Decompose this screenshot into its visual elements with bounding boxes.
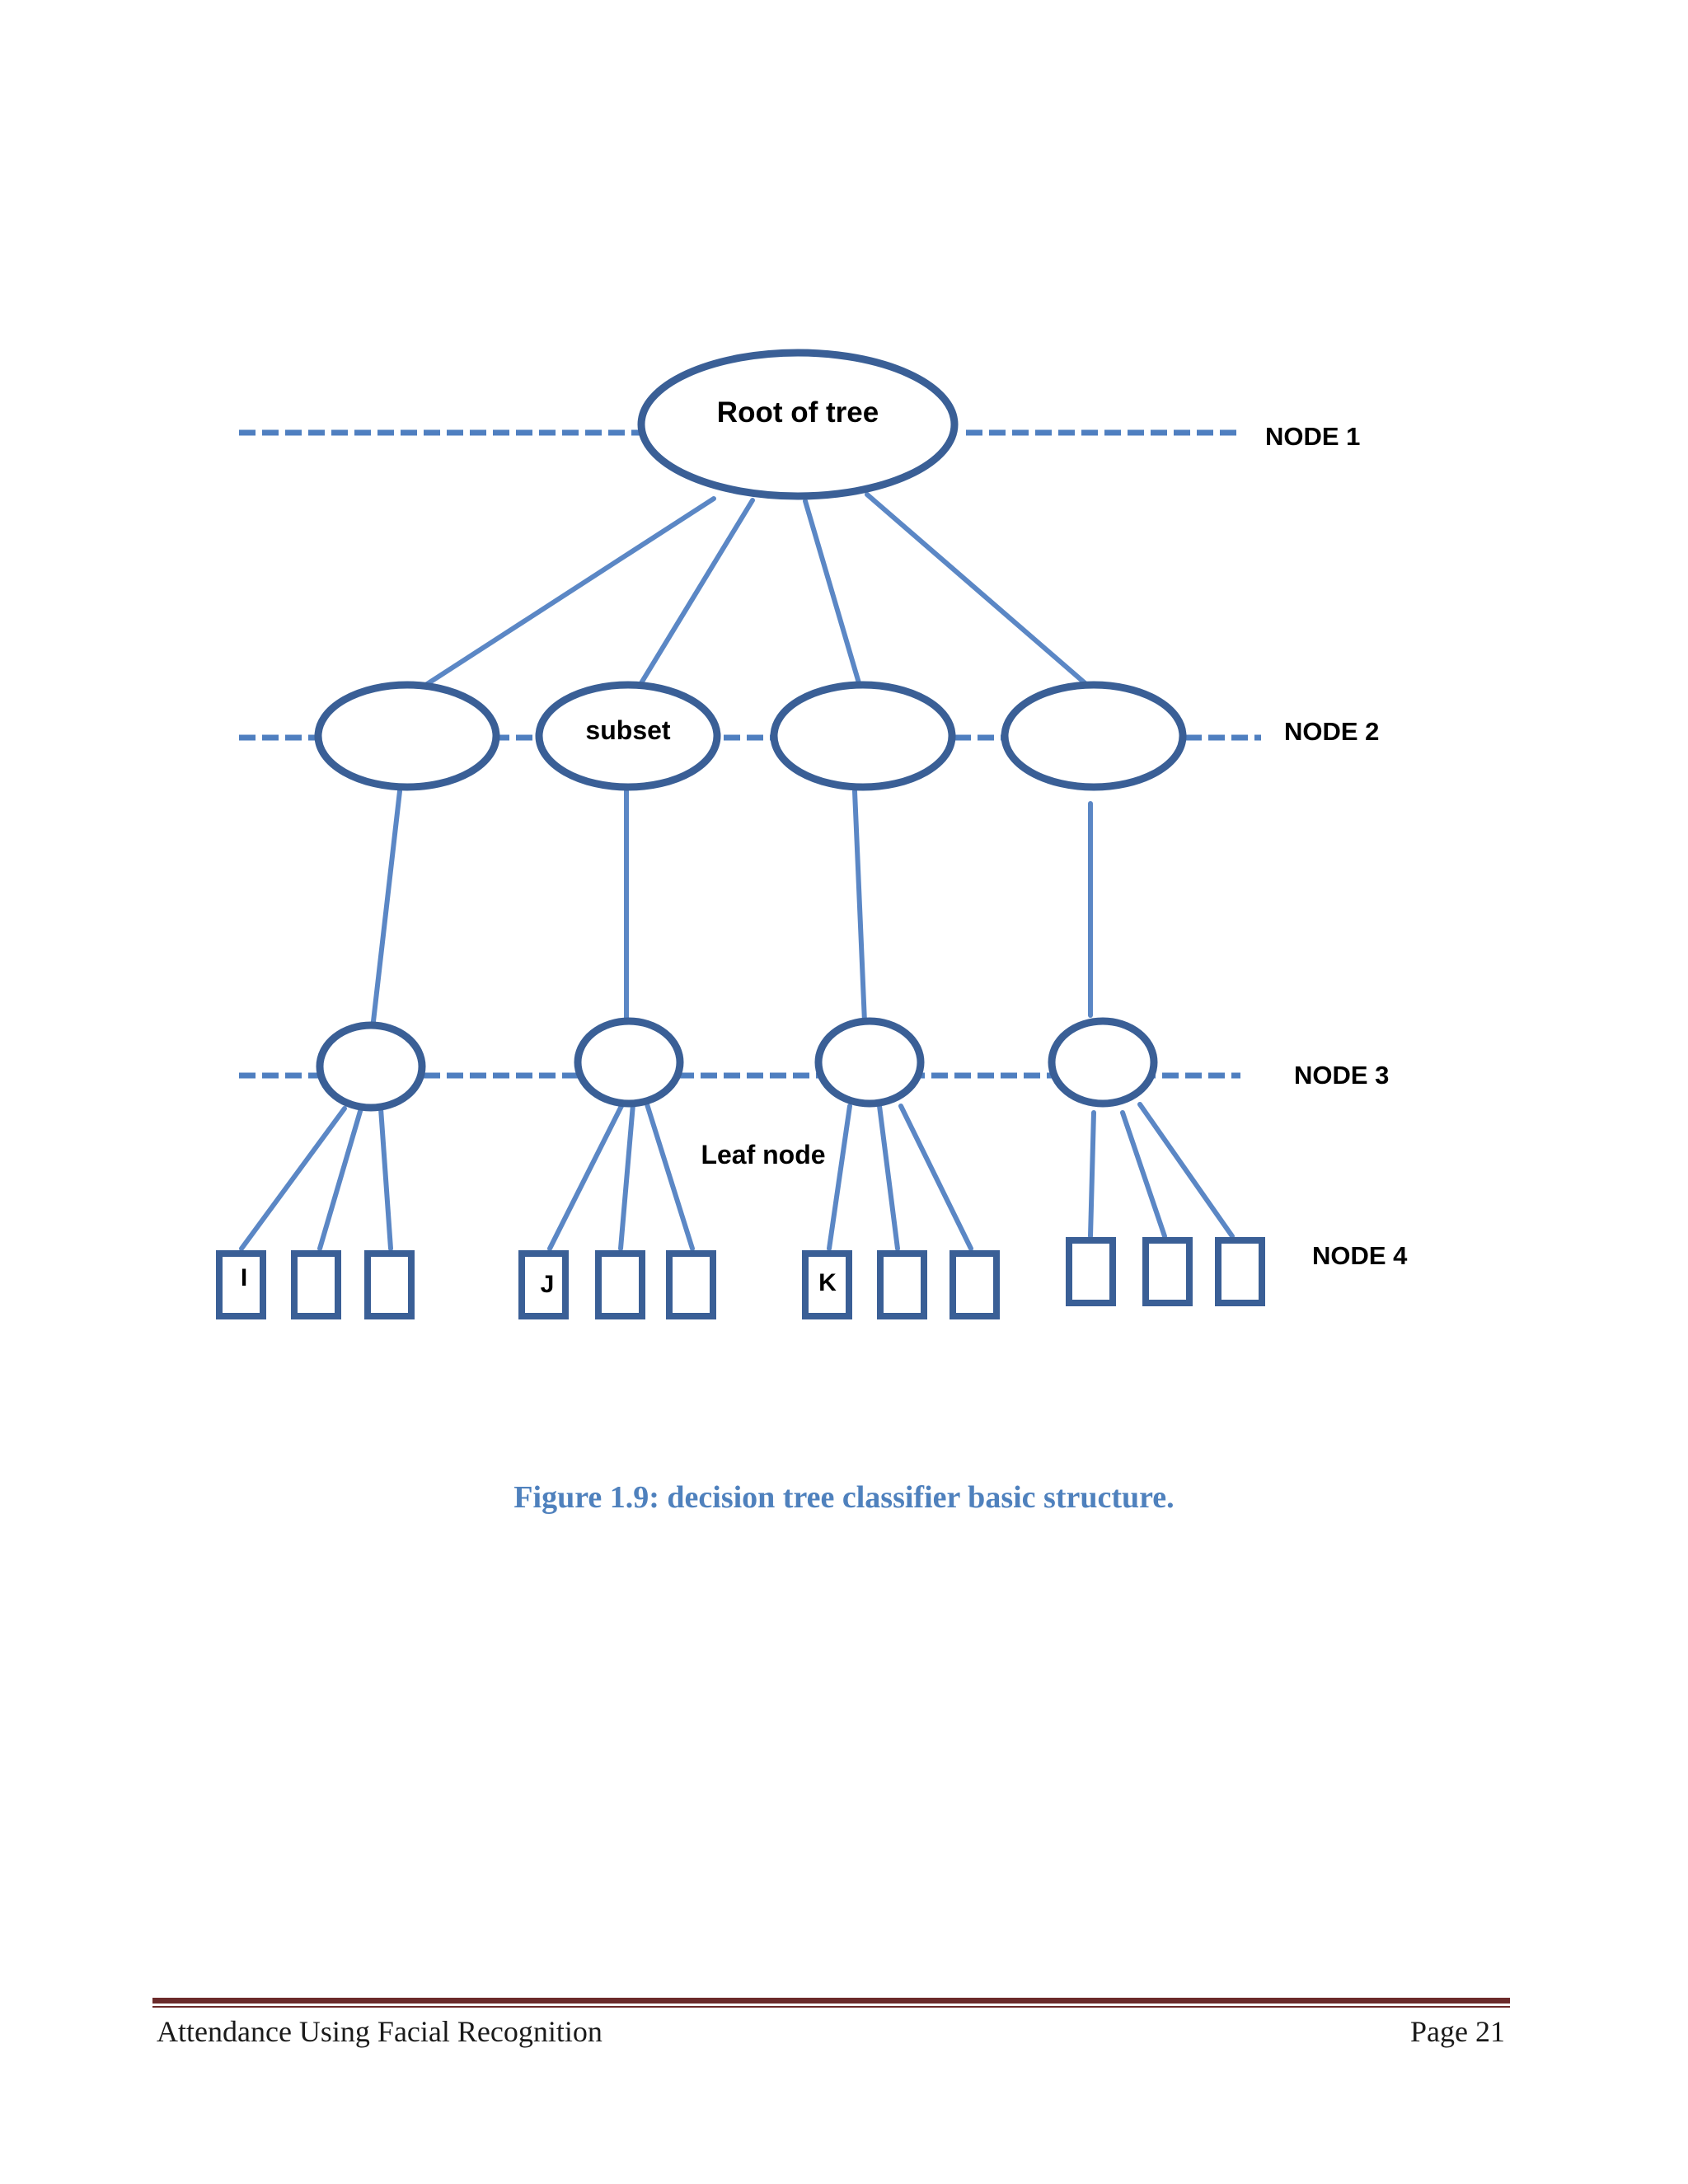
leaf-box-i bbox=[216, 1250, 266, 1319]
connector bbox=[1120, 1110, 1167, 1239]
decision-tree-diagram: Root of tree subset Leaf node NODE 1 NOD… bbox=[216, 349, 1408, 1319]
leaf-box bbox=[364, 1250, 415, 1319]
leaf-box bbox=[595, 1250, 645, 1319]
connector bbox=[865, 492, 1090, 688]
tree-connectors bbox=[239, 492, 1235, 1251]
leaf-box bbox=[1142, 1237, 1193, 1306]
connector bbox=[422, 496, 716, 688]
leaf-node-label: Leaf node bbox=[701, 1140, 825, 1169]
connector bbox=[239, 1106, 347, 1251]
connector bbox=[898, 1104, 973, 1251]
level-label-node4: NODE 4 bbox=[1312, 1241, 1408, 1270]
leaf-box bbox=[877, 1250, 927, 1319]
root-node bbox=[637, 349, 959, 500]
connector bbox=[547, 1102, 625, 1251]
connector bbox=[370, 789, 402, 1031]
leaf-box-j bbox=[518, 1250, 569, 1319]
node2-subset bbox=[535, 681, 721, 791]
node3-2 bbox=[574, 1017, 684, 1108]
connector bbox=[827, 1104, 852, 1251]
leaf-label-k: K bbox=[818, 1269, 837, 1296]
footer-title: Attendance Using Facial Recognition bbox=[157, 2015, 603, 2048]
node3-3 bbox=[814, 1017, 925, 1108]
connector bbox=[637, 498, 755, 688]
leaf-box bbox=[1066, 1237, 1116, 1306]
footer-page-number: Page 21 bbox=[1410, 2015, 1505, 2048]
leaf-box bbox=[291, 1250, 341, 1319]
node3-4 bbox=[1048, 1017, 1158, 1108]
connector bbox=[317, 1106, 363, 1251]
level-label-node3: NODE 3 bbox=[1294, 1061, 1389, 1090]
leaf-box bbox=[1215, 1237, 1265, 1306]
footer-rule bbox=[152, 1998, 1510, 2008]
leaf-box bbox=[950, 1250, 1000, 1319]
tree-nodes bbox=[314, 349, 1187, 1112]
connector bbox=[803, 499, 862, 688]
connector bbox=[852, 789, 867, 1024]
connector bbox=[877, 1104, 900, 1251]
root-label: Root of tree bbox=[717, 396, 879, 429]
node3-1 bbox=[316, 1021, 426, 1112]
connector bbox=[378, 1106, 393, 1251]
subset-label: subset bbox=[585, 715, 670, 745]
leaf-label-i: I bbox=[241, 1264, 247, 1291]
leaf-box bbox=[666, 1250, 716, 1319]
figure-caption: Figure 1.9: decision tree classifier bas… bbox=[513, 1480, 1175, 1515]
node2-4 bbox=[1001, 681, 1187, 791]
node2-3 bbox=[770, 681, 956, 791]
connector bbox=[645, 1102, 695, 1251]
leaf-boxes bbox=[216, 1237, 1265, 1319]
leaf-box-k bbox=[802, 1250, 852, 1319]
connector bbox=[618, 1102, 635, 1251]
level-label-node1: NODE 1 bbox=[1265, 422, 1360, 451]
leaf-label-j: J bbox=[541, 1271, 555, 1298]
level-label-node2: NODE 2 bbox=[1284, 717, 1379, 746]
connector bbox=[1088, 1110, 1096, 1239]
node2-1 bbox=[314, 681, 500, 791]
connector bbox=[1137, 1102, 1235, 1239]
